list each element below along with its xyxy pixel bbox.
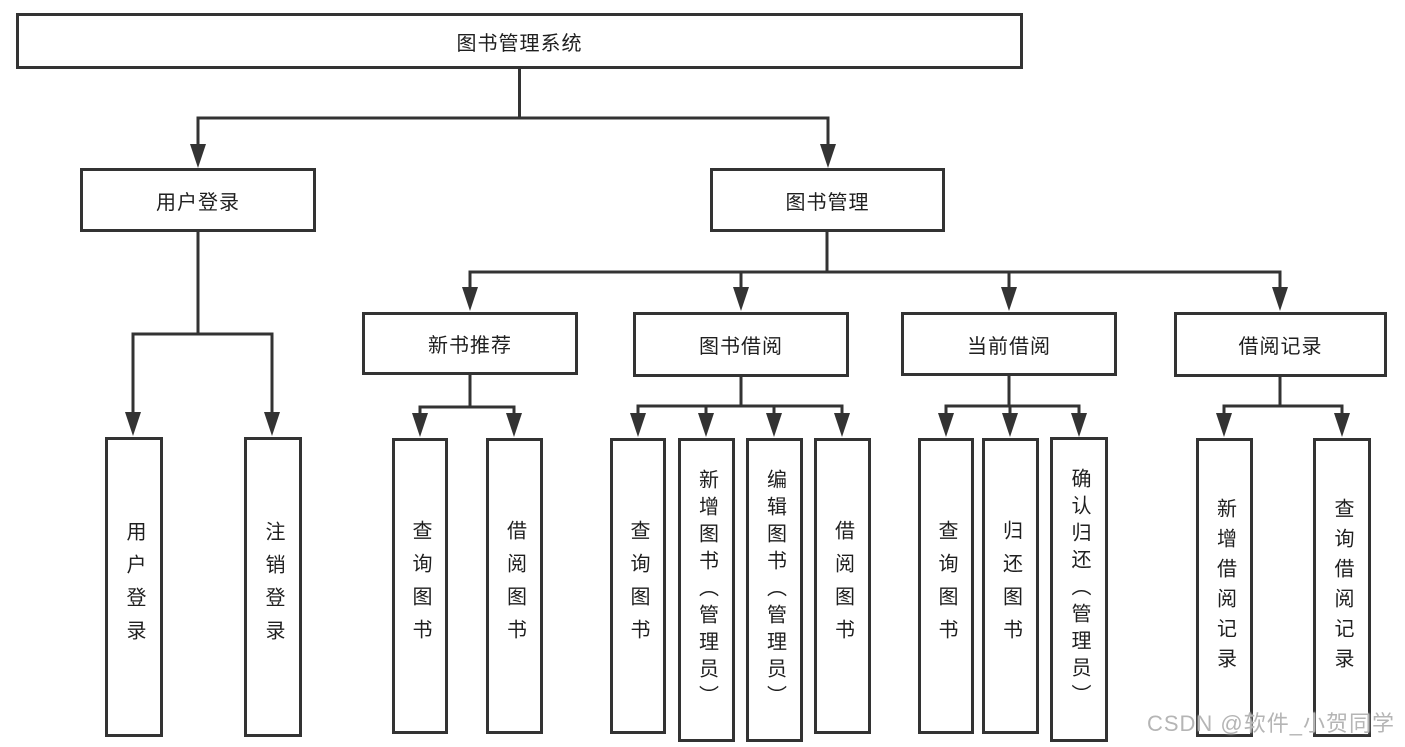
node-leaf-nbr-borrow: 借阅图书 xyxy=(486,438,543,734)
csdn-watermark: CSDN @软件_小贺同学 xyxy=(1146,711,1395,736)
arrowhead-icon xyxy=(733,287,749,311)
arrowhead-icon xyxy=(412,413,428,437)
arrowhead-icon xyxy=(1334,413,1350,437)
node-label: 归还图书 xyxy=(999,520,1022,652)
arrowhead-icon xyxy=(1272,287,1288,311)
arrowhead-icon xyxy=(698,413,714,437)
node-label: 注销登录 xyxy=(262,521,284,653)
arrowhead-icon xyxy=(1001,287,1017,311)
node-label: 查询图书 xyxy=(409,520,431,652)
arrowhead-icon xyxy=(630,413,646,437)
arrowhead-icon xyxy=(766,413,782,437)
node-leaf-user-login: 用户登录 xyxy=(105,437,163,737)
node-label: 当前借阅 xyxy=(967,335,1051,358)
node-leaf-bb-add: 新增图书（管理员） xyxy=(678,438,735,742)
node-leaf-bb-query: 查询图书 xyxy=(610,438,666,734)
node-label: 图书管理 xyxy=(785,191,870,214)
node-current-borrow: 当前借阅 xyxy=(901,312,1117,376)
node-leaf-cb-query: 查询图书 xyxy=(918,438,974,734)
node-book-borrow: 图书借阅 xyxy=(633,312,849,377)
arrowhead-icon xyxy=(125,412,141,436)
node-label: 新增借阅记录 xyxy=(1213,497,1236,678)
node-label: 图书借阅 xyxy=(699,336,783,358)
node-leaf-logout: 注销登录 xyxy=(244,437,302,737)
node-new-book-rec: 新书推荐 xyxy=(362,312,578,375)
node-leaf-nbr-query: 查询图书 xyxy=(392,438,448,734)
node-label: 编辑图书（管理员） xyxy=(763,468,786,712)
node-label: 用户登录 xyxy=(156,191,240,214)
node-leaf-cb-return: 归还图书 xyxy=(982,438,1039,734)
node-label: 借阅图书 xyxy=(831,520,854,652)
node-leaf-br-add: 新增借阅记录 xyxy=(1196,438,1253,737)
arrowhead-icon xyxy=(264,412,280,436)
node-leaf-bb-edit: 编辑图书（管理员） xyxy=(746,438,803,742)
arrowhead-icon xyxy=(506,413,522,437)
arrowhead-icon xyxy=(1002,413,1018,437)
node-label: 图书管理系统 xyxy=(456,32,583,55)
node-book-mgmt: 图书管理 xyxy=(710,168,945,232)
node-leaf-br-query: 查询借阅记录 xyxy=(1313,438,1371,737)
arrowhead-icon xyxy=(834,413,850,437)
arrowhead-icon xyxy=(190,144,206,168)
node-label: 查询借阅记录 xyxy=(1331,497,1353,678)
arrowhead-icon xyxy=(1071,413,1087,437)
node-label: 查询图书 xyxy=(935,520,957,652)
node-label: 新增图书（管理员） xyxy=(695,468,718,712)
node-user-login: 用户登录 xyxy=(80,168,316,232)
node-label: 查询图书 xyxy=(627,520,649,652)
node-label: 借阅图书 xyxy=(503,520,526,652)
arrowhead-icon xyxy=(938,413,954,437)
arrowhead-icon xyxy=(462,287,478,311)
arrowhead-icon xyxy=(1216,413,1232,437)
node-label: 新书推荐 xyxy=(428,335,512,357)
node-leaf-cb-confirm: 确认归还（管理员） xyxy=(1050,437,1108,742)
arrowhead-icon xyxy=(820,144,836,168)
node-label: 借阅记录 xyxy=(1238,336,1323,358)
node-label: 确认归还（管理员） xyxy=(1068,468,1090,711)
node-label: 用户登录 xyxy=(123,521,145,653)
node-root: 图书管理系统 xyxy=(16,13,1023,69)
node-borrow-records: 借阅记录 xyxy=(1174,312,1387,377)
node-leaf-bb-borrow: 借阅图书 xyxy=(814,438,871,734)
